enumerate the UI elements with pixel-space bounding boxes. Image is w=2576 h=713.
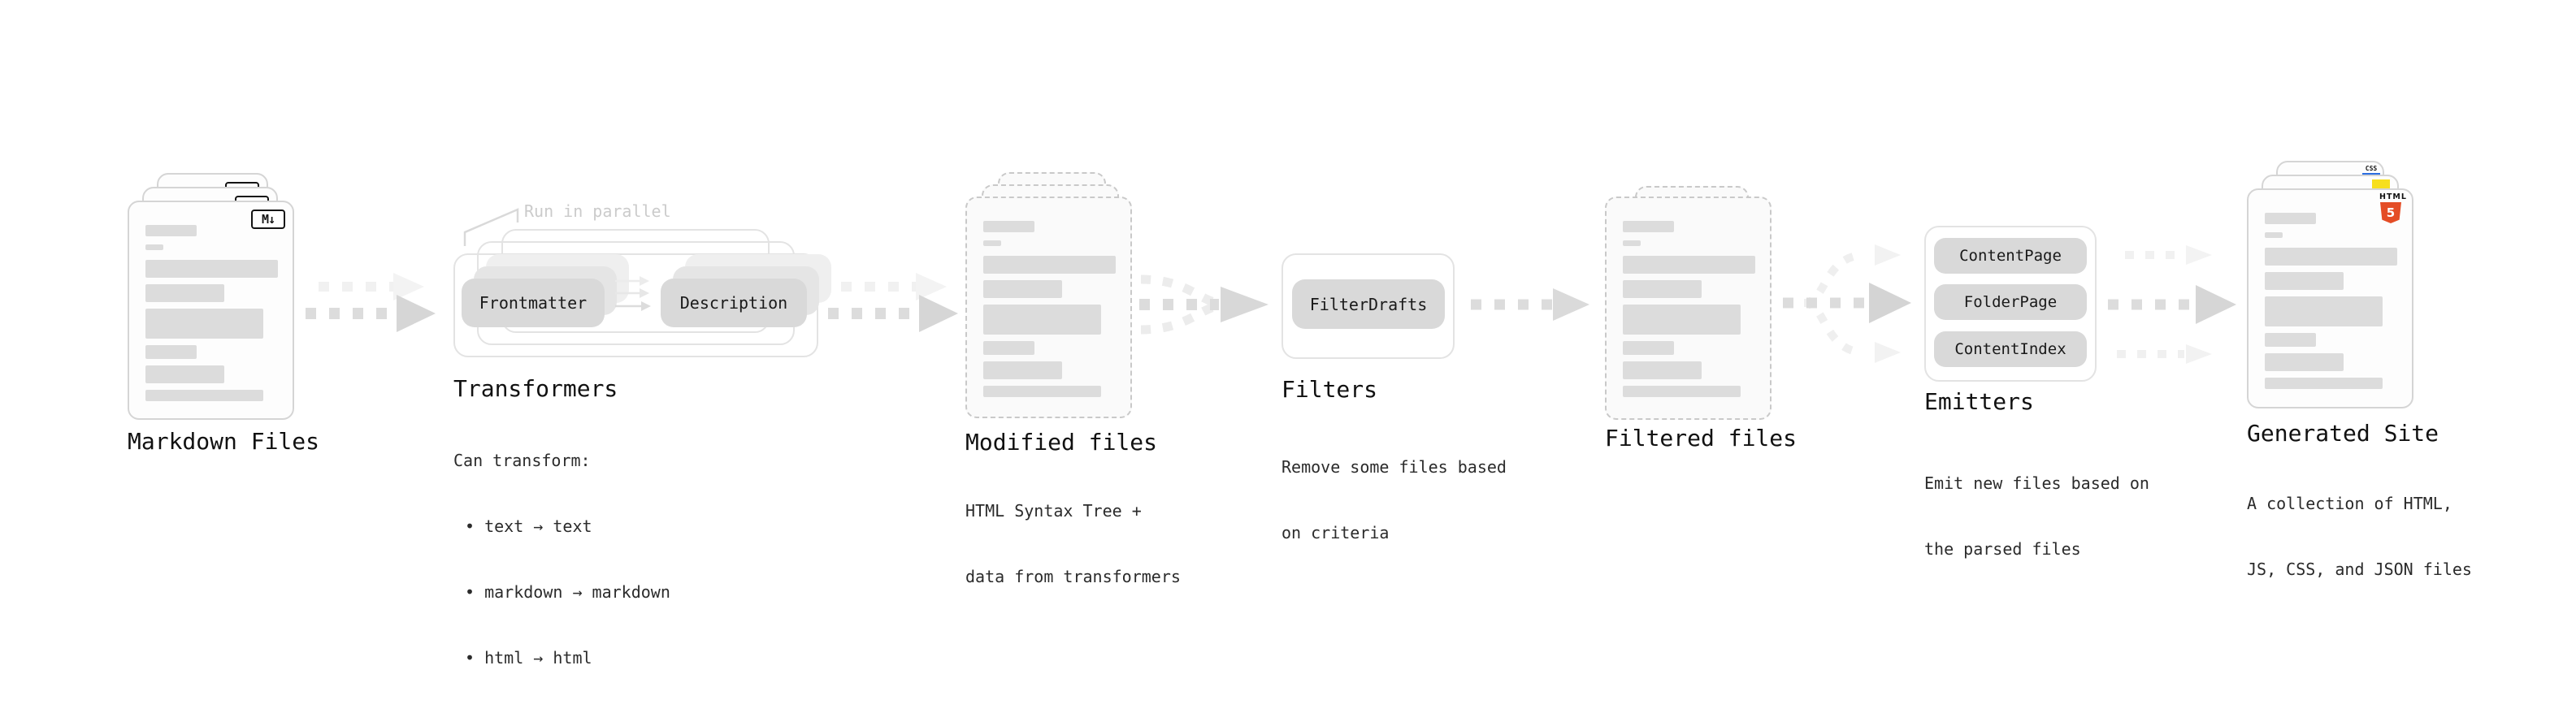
text-line-bar: [1623, 341, 1674, 355]
desc-line: Remove some files based: [1281, 457, 1507, 477]
flow-arrow-filters-to-filtered: [1471, 288, 1589, 321]
text-line-bar: [983, 256, 1116, 274]
filterdrafts-pill: FilterDrafts: [1292, 279, 1445, 329]
filtered-doc-front: [1605, 197, 1772, 420]
stage-title-modified-files: Modified files: [965, 429, 1158, 456]
stage-desc-emitters: Emit new files based on the parsed files: [1924, 429, 2149, 604]
doc-text-lines: [1623, 221, 1755, 397]
text-line-bar: [2265, 353, 2344, 371]
site-doc-html: HTML 5: [2247, 188, 2413, 408]
text-line-bar: [1623, 240, 1641, 246]
markdown-doc-front: M↓: [128, 201, 294, 420]
pipeline-diagram: M↓ M↓ M↓ Markdown Files Run in parallel …: [128, 161, 2472, 668]
contentpage-pill: ContentPage: [1934, 238, 2087, 274]
folderpage-pill: FolderPage: [1934, 284, 2087, 320]
stage-desc-generated-site: A collection of HTML, JS, CSS, and JSON …: [2247, 449, 2472, 624]
text-line-bar: [145, 225, 197, 236]
text-line-bar: [983, 221, 1034, 232]
flow-arrow-transformers-to-modified: [828, 273, 958, 332]
desc-line: data from transformers: [965, 567, 1181, 586]
desc-line: • markdown → markdown: [465, 582, 670, 602]
flow-arrows-emitters-to-site: [2108, 245, 2236, 364]
html5-shield: 5: [2380, 202, 2401, 223]
text-line-bar: [145, 244, 163, 250]
css-file-icon: CSS: [2361, 166, 2381, 176]
html5-icon: HTML 5: [2379, 193, 2406, 223]
text-line-bar: [1623, 256, 1755, 274]
text-line-bar: [145, 345, 197, 359]
text-line-bar: [1623, 280, 1702, 298]
css-icon-bar: [2362, 173, 2380, 176]
modified-doc-front: [965, 197, 1132, 418]
text-line-bar: [145, 365, 224, 383]
stage-desc-filters: Remove some files based on criteria: [1281, 413, 1507, 588]
stage-title-markdown-files: Markdown Files: [128, 428, 320, 455]
text-line-bar: [2265, 232, 2283, 238]
text-line-bar: [1623, 221, 1674, 232]
desc-line: JS, CSS, and JSON files: [2247, 560, 2472, 579]
doc-text-lines: [2265, 213, 2397, 389]
stage-desc-modified-files: HTML Syntax Tree + data from transformer…: [965, 456, 1181, 632]
text-line-bar: [1623, 386, 1741, 397]
flow-arrow-fanout-to-emitters: [1783, 244, 1911, 363]
flow-arrow-markdown-to-transformers: [306, 273, 436, 332]
text-line-bar: [2265, 272, 2344, 290]
markdown-icon: M↓: [251, 210, 285, 229]
desc-line: the parsed files: [1924, 539, 2081, 559]
run-in-parallel-label: Run in parallel: [524, 201, 671, 221]
frontmatter-pill: Frontmatter: [462, 279, 605, 327]
annotation-callout-line: [463, 208, 519, 246]
desc-line: on criteria: [1281, 523, 1390, 542]
text-line-bar: [983, 361, 1062, 379]
stage-title-filtered-files: Filtered files: [1605, 425, 1798, 452]
text-line-bar: [983, 386, 1101, 397]
description-pill: Description: [661, 279, 807, 327]
text-line-bar: [145, 260, 278, 278]
contentindex-pill: ContentIndex: [1934, 331, 2087, 367]
text-line-bar: [983, 341, 1034, 355]
stage-desc-transformers: Can transform: • text → text • markdown …: [453, 406, 670, 713]
desc-line: • text → text: [465, 516, 592, 536]
text-line-bar: [2265, 333, 2316, 347]
text-line-bar: [983, 280, 1062, 298]
text-line-bar: [1623, 305, 1741, 335]
parallel-arrows-icon: [615, 276, 651, 311]
text-line-bar: [2265, 213, 2316, 224]
text-line-bar: [145, 284, 224, 302]
stage-title-transformers: Transformers: [453, 375, 618, 402]
desc-line: • html → html: [465, 648, 592, 668]
flow-arrow-merge-to-filters: [1139, 274, 1268, 335]
doc-text-lines: [145, 225, 278, 401]
stage-title-filters: Filters: [1281, 376, 1378, 403]
js-file-icon: [2372, 179, 2390, 189]
text-line-bar: [145, 390, 263, 401]
text-line-bar: [1623, 361, 1702, 379]
stage-title-generated-site: Generated Site: [2247, 420, 2439, 447]
text-line-bar: [983, 305, 1101, 335]
text-line-bar: [983, 240, 1001, 246]
text-line-bar: [2265, 378, 2383, 389]
desc-line: A collection of HTML,: [2247, 494, 2452, 513]
stage-title-emitters: Emitters: [1924, 388, 2034, 415]
desc-line: Emit new files based on: [1924, 473, 2149, 493]
doc-text-lines: [983, 221, 1116, 397]
text-line-bar: [2265, 296, 2383, 326]
text-line-bar: [2265, 248, 2397, 266]
desc-line: Can transform:: [453, 451, 591, 470]
desc-line: HTML Syntax Tree +: [965, 501, 1142, 521]
text-line-bar: [145, 309, 263, 339]
